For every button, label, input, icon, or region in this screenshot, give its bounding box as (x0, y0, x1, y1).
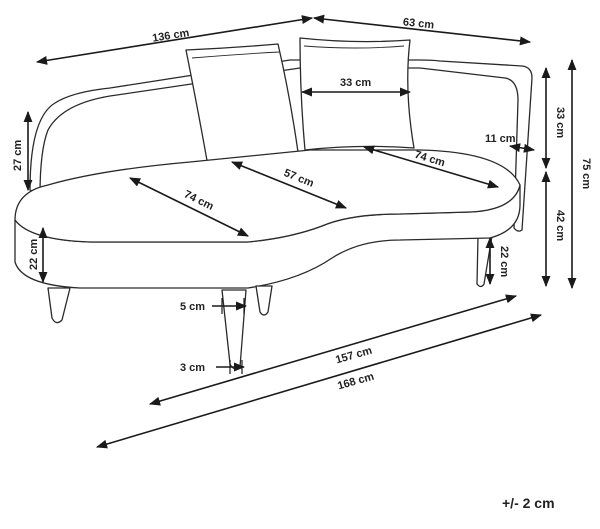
label-back-height-left: 27 cm (12, 140, 24, 171)
label-pillow-width: 33 cm (340, 77, 371, 89)
tolerance-note: +/- 2 cm (502, 495, 555, 511)
dimension-lines (23, 14, 577, 449)
label-back-height-right: 33 cm (554, 107, 566, 138)
label-total-height: 75 cm (580, 158, 592, 189)
label-cushion-left: 22 cm (28, 239, 40, 270)
dim-line-seat-mid-depth (230, 161, 348, 209)
dim-line-arm-thickness (508, 143, 536, 153)
sofa-leg-front-middle (255, 285, 273, 316)
label-arm-thickness: 11 cm (485, 133, 516, 145)
label-top-depth: 63 cm (402, 16, 434, 31)
label-top-length: 136 cm (151, 27, 190, 45)
dim-line-seat-front-depth (362, 145, 500, 189)
pillow-left (185, 43, 299, 167)
sofa-leg-front-left (47, 287, 71, 324)
label-seat-height: 42 cm (554, 210, 566, 241)
dim-line-top-depth (312, 14, 532, 46)
dim-line-top-length (35, 15, 314, 65)
sofa-leg-front-right (221, 289, 247, 370)
chaise-lounge-drawing (14, 37, 533, 370)
label-leg-bottom: 3 cm (180, 362, 205, 374)
dim-line-total-length (95, 313, 543, 449)
label-cushion-right: 22 cm (498, 246, 510, 277)
dim-line-seat-back-depth (128, 177, 250, 237)
sofa-backrest (29, 59, 533, 232)
label-leg-top: 5 cm (180, 301, 205, 313)
pillow-right (299, 37, 415, 151)
